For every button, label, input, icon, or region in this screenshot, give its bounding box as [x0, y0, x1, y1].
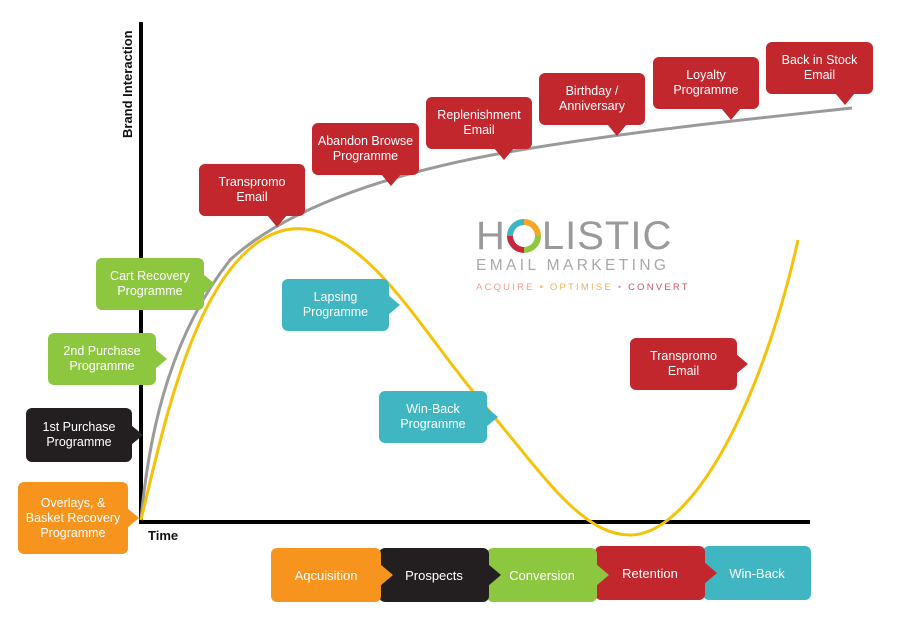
second-purchase-bubble: 2nd Purchase Programme — [48, 333, 167, 385]
stage-conversion-label: Conversion — [509, 567, 575, 583]
abandon-browse-bubble: Abandon Browse Programme — [312, 123, 419, 186]
logo-tagline: ACQUIRE • OPTIMISE • CONVERT — [476, 281, 706, 294]
lapsing-label: Lapsing Programme — [302, 290, 369, 319]
logo-wordmark: H LISTIC — [476, 214, 706, 258]
replenishment-label: Replenishment Email — [437, 108, 521, 137]
second-purchase-label: 2nd Purchase Programme — [63, 344, 141, 373]
abandon-browse-label: Abandon Browse Programme — [317, 134, 414, 163]
holistic-logo: H LISTIC EMAIL MARKETING ACQUIRE • OPTIM… — [476, 214, 706, 294]
transpromo-bubble: Transpromo Email — [199, 164, 305, 227]
stage-win-back: Win-Back — [703, 546, 811, 600]
logo-tagline-part: ACQUIRE — [476, 282, 535, 293]
stage-win-back-label: Win-Back — [729, 565, 785, 581]
loyalty-label: Loyalty Programme — [673, 68, 739, 97]
stage-acquisition-label: Aqcuisition — [294, 567, 358, 583]
back-in-stock-bubble: Back in Stock Email — [766, 42, 873, 105]
replenishment-bubble: Replenishment Email — [426, 97, 532, 160]
stage-conversion: Conversion — [487, 548, 609, 602]
stage-acquisition: Aqcuisition — [271, 548, 393, 602]
transpromo-right-bubble: Transpromo Email — [630, 338, 748, 390]
brand-interaction-curve — [139, 106, 853, 521]
birthday-bubble: Birthday / Anniversary — [539, 73, 645, 136]
stage-retention: Retention — [595, 546, 717, 600]
stage-prospects: Prospects — [379, 548, 501, 602]
first-purchase-label: 1st Purchase Programme — [42, 420, 116, 449]
logo-main-post: LISTIC — [541, 214, 673, 258]
logo-tagline-part: • — [612, 282, 629, 293]
win-back-bubble: Win-Back Programme — [379, 391, 498, 443]
cart-recovery-label: Cart Recovery Programme — [110, 269, 190, 298]
cart-recovery-bubble: Cart Recovery Programme — [96, 258, 215, 310]
logo-tagline-part: • — [534, 282, 550, 293]
logo-tagline-part: CONVERT — [628, 282, 690, 293]
transpromo-right-label: Transpromo Email — [650, 349, 717, 378]
back-in-stock-label: Back in Stock Email — [781, 53, 858, 82]
overlays-label: Overlays, & Basket Recovery Programme — [25, 495, 121, 540]
first-purchase-bubble: 1st Purchase Programme — [26, 408, 143, 462]
logo-subtitle: EMAIL MARKETING — [476, 257, 670, 274]
x-axis-label: Time — [148, 528, 179, 543]
logo-main-pre: H — [476, 214, 506, 258]
transpromo-label: Transpromo Email — [218, 175, 286, 204]
win-back-label: Win-Back Programme — [400, 402, 466, 431]
logo-tagline-part: OPTIMISE — [549, 282, 613, 293]
y-axis-label: Brand Interaction — [120, 30, 135, 138]
birthday-label: Birthday / Anniversary — [559, 84, 625, 113]
lapsing-bubble: Lapsing Programme — [282, 279, 400, 331]
overlays-bubble: Overlays, & Basket Recovery Programme — [18, 482, 139, 554]
loyalty-bubble: Loyalty Programme — [653, 57, 759, 120]
logo-ring-icon — [506, 219, 541, 253]
stage-retention-label: Retention — [622, 565, 678, 581]
stage-prospects-label: Prospects — [405, 567, 463, 583]
